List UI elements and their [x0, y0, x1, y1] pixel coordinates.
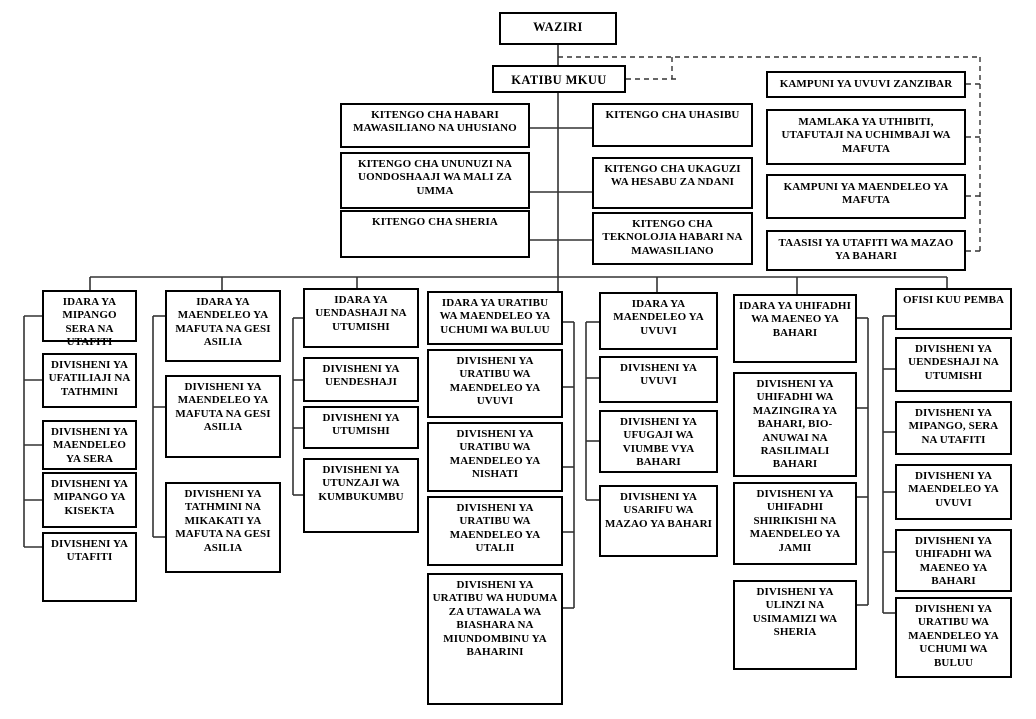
solid-connectors — [23, 45, 948, 614]
department-head-box: IDARA YA MIPANGO SERA NA UTAFITI — [42, 290, 137, 348]
affiliate-box: KAMPUNI YA UVUVI ZANZIBAR — [766, 71, 966, 98]
unit-box: KITENGO CHA SHERIA — [340, 210, 530, 258]
department-head-box: IDARA YA UHIFADHI WA MAENEO YA BAHARI — [733, 294, 857, 363]
unit-box: KITENGO CHA UNUNUZI NA UONDOSHAAJI WA MA… — [340, 152, 530, 209]
division-box: DIVISHENI YA MAENDELEO YA SERA — [42, 420, 137, 470]
division-box: DIVISHENI YA UTUNZAJI WA KUMBUKUMBU — [303, 458, 419, 533]
division-box: DIVISHENI YA UHIFADHI SHIRIKISHI NA MAEN… — [733, 482, 857, 565]
division-box: DIVISHENI YA MAENDELEO YA UVUVI — [895, 464, 1012, 520]
division-box: DIVISHENI YA USARIFU WA MAZAO YA BAHARI — [599, 485, 718, 557]
division-box: DIVISHENI YA URATIBU WA MAENDELEO YA UVU… — [427, 349, 563, 418]
division-box: DIVISHENI YA URATIBU WA MAENDELEO YA UCH… — [895, 597, 1012, 678]
division-box: DIVISHENI YA URATIBU WA MAENDELEO YA UTA… — [427, 496, 563, 566]
dashed-connectors — [558, 56, 981, 252]
department-head-box: IDARA YA URATIBU WA MAENDELEO YA UCHUMI … — [427, 291, 563, 345]
unit-box: KITENGO CHA UHASIBU — [592, 103, 753, 147]
division-box: DIVISHENI YA UENDESHAJI — [303, 357, 419, 402]
division-box: DIVISHENI YA UVUVI — [599, 356, 718, 403]
division-box: DIVISHENI YA ULINZI NA USIMAMIZI WA SHER… — [733, 580, 857, 670]
division-box: DIVISHENI YA UFUGAJI WA VIUMBE VYA BAHAR… — [599, 410, 718, 473]
division-box: DIVISHENI YA URATIBU WA MAENDELEO YA NIS… — [427, 422, 563, 492]
division-box: DIVISHENI YA TATHMINI NA MIKAKATI YA MAF… — [165, 482, 281, 573]
unit-box: KITENGO CHA HABARI MAWASILIANO NA UHUSIA… — [340, 103, 530, 148]
division-box: DIVISHENI YA URATIBU WA HUDUMA ZA UTAWAL… — [427, 573, 563, 705]
department-head-box: IDARA YA MAENDELEO YA UVUVI — [599, 292, 718, 350]
affiliate-box: MAMLAKA YA UTHIBITI, UTAFUTAJI NA UCHIMB… — [766, 109, 966, 165]
unit-box: KITENGO CHA UKAGUZI WA HESABU ZA NDANI — [592, 157, 753, 209]
division-box: DIVISHENI YA MAENDELEO YA MAFUTA NA GESI… — [165, 375, 281, 458]
secretary-box: KATIBU MKUU — [492, 65, 626, 93]
department-head-box: OFISI KUU PEMBA — [895, 288, 1012, 330]
division-box: DIVISHENI YA UHIFADHI WA MAENEO YA BAHAR… — [895, 529, 1012, 592]
department-head-box: IDARA YA UENDASHAJI NA UTUMISHI — [303, 288, 419, 348]
division-box: DIVISHENI YA UHIFADHI WA MAZINGIRA YA BA… — [733, 372, 857, 477]
division-box: DIVISHENI YA UTAFITI — [42, 532, 137, 602]
division-box: DIVISHENI YA MIPANGO YA KISEKTA — [42, 472, 137, 528]
department-head-box: IDARA YA MAENDELEO YA MAFUTA NA GESI ASI… — [165, 290, 281, 362]
affiliate-box: KAMPUNI YA MAENDELEO YA MAFUTA — [766, 174, 966, 219]
unit-box: KITENGO CHA TEKNOLOJIA HABARI NA MAWASIL… — [592, 212, 753, 265]
division-box: DIVISHENI YA UFATILIAJI NA TATHMINI — [42, 353, 137, 408]
division-box: DIVISHENI YA MIPANGO, SERA NA UTAFITI — [895, 401, 1012, 455]
minister-box: WAZIRI — [499, 12, 617, 45]
affiliate-box: TAASISI YA UTAFITI WA MAZAO YA BAHARI — [766, 230, 966, 271]
division-box: DIVISHENI YA UTUMISHI — [303, 406, 419, 449]
division-box: DIVISHENI YA UENDESHAJI NA UTUMISHI — [895, 337, 1012, 392]
